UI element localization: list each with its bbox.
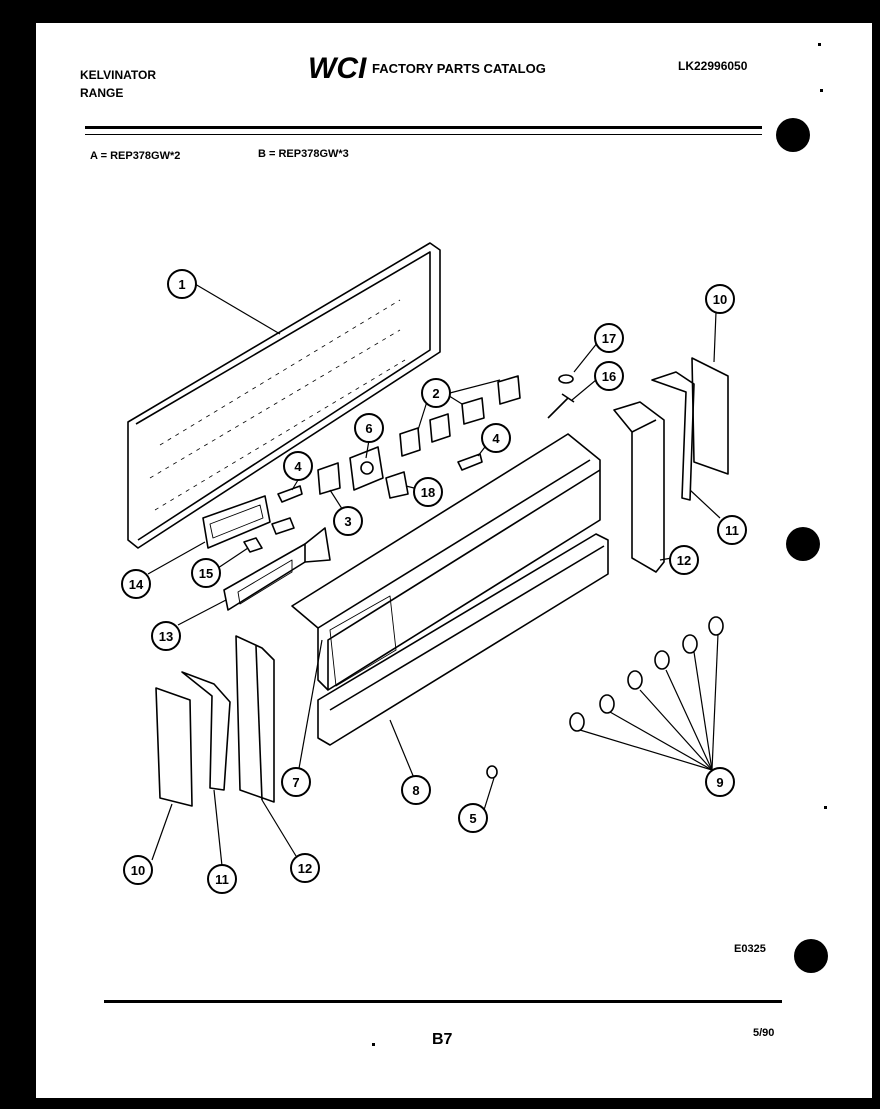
page-number: B7 xyxy=(432,1031,453,1048)
part-side-bracket-10-left xyxy=(155,687,193,807)
callout-12-left-label: 12 xyxy=(298,861,312,876)
part-timer-6 xyxy=(349,446,384,491)
callout-9-label: 9 xyxy=(716,775,723,790)
revision-date: 5/90 xyxy=(753,1027,775,1039)
callout-15-label: 15 xyxy=(199,566,213,581)
header-rule-thick xyxy=(85,126,762,129)
callout-12-right-label: 12 xyxy=(677,553,691,568)
callout-4b: 4 xyxy=(481,423,511,453)
callout-4b-label: 4 xyxy=(492,431,500,446)
part-end-cap-12-right xyxy=(613,401,665,573)
part-trim-strip xyxy=(317,533,609,746)
callout-3-label: 3 xyxy=(344,514,351,529)
part-screw-5 xyxy=(486,765,498,779)
part-terminal-18 xyxy=(385,471,409,499)
part-switch-3 xyxy=(317,462,341,495)
brand-name: KELVINATOR xyxy=(80,68,157,82)
part-backguard-panel xyxy=(127,242,441,549)
speck xyxy=(372,1043,375,1046)
callout-10-right-label: 10 xyxy=(713,292,727,307)
callout-11-left: 11 xyxy=(207,864,237,894)
callout-8: 8 xyxy=(401,775,431,805)
callout-16: 16 xyxy=(594,361,624,391)
header-rule-thin xyxy=(85,134,762,135)
callout-17-label: 17 xyxy=(602,331,616,346)
callout-1-label: 1 xyxy=(178,277,185,292)
figure-code: E0325 xyxy=(734,943,766,955)
part-side-bracket-10-right xyxy=(691,357,729,475)
speck xyxy=(820,89,823,92)
footer-rule xyxy=(104,1000,782,1003)
callout-18: 18 xyxy=(413,477,443,507)
part-end-cap-12-left xyxy=(235,635,275,803)
callout-15: 15 xyxy=(191,558,221,588)
callout-10-right: 10 xyxy=(705,284,735,314)
catalog-title: FACTORY PARTS CATALOG xyxy=(372,61,546,76)
callout-2-label: 2 xyxy=(432,386,439,401)
callout-14-label: 14 xyxy=(129,577,144,592)
callout-12-left: 12 xyxy=(290,853,320,883)
callout-7-label: 7 xyxy=(292,775,299,790)
logo-wordmark: WCI xyxy=(308,52,367,82)
callout-5: 5 xyxy=(458,803,488,833)
callout-11-right: 11 xyxy=(717,515,747,545)
part-clock xyxy=(202,495,271,549)
callout-18-label: 18 xyxy=(421,485,435,500)
callout-10-left-label: 10 xyxy=(131,863,145,878)
product-type: RANGE xyxy=(80,86,124,100)
part-window-bracket xyxy=(223,527,331,611)
part-screw-16-17 xyxy=(547,374,575,419)
model-a: A = REP378GW*2 xyxy=(90,150,181,162)
callouts: 1 2 3 4 4 5 6 7 8 9 10 10 11 11 12 12 13… xyxy=(121,269,747,894)
callout-12-right: 12 xyxy=(669,545,699,575)
catalog-code: LK22996050 xyxy=(678,59,748,73)
model-b: B = REP378GW*3 xyxy=(258,148,349,160)
binder-hole-middle xyxy=(786,527,820,561)
leader-lines xyxy=(147,283,721,867)
part-switches xyxy=(399,375,521,457)
callout-17: 17 xyxy=(594,323,624,353)
callout-7: 7 xyxy=(281,767,311,797)
callout-4a: 4 xyxy=(283,451,313,481)
part-side-trim-11-right xyxy=(651,371,695,501)
callout-10-left: 10 xyxy=(123,855,153,885)
binder-hole-top xyxy=(776,118,810,152)
speck xyxy=(818,43,821,46)
callout-4a-label: 4 xyxy=(294,459,302,474)
callout-11-right-label: 11 xyxy=(725,523,739,538)
callout-8-label: 8 xyxy=(412,783,419,798)
callout-11-left-label: 11 xyxy=(215,872,229,887)
callout-3: 3 xyxy=(333,506,363,536)
wci-logo: WCI xyxy=(308,52,367,82)
callout-6-label: 6 xyxy=(365,421,372,436)
callout-13-label: 13 xyxy=(159,629,173,644)
callout-14: 14 xyxy=(121,569,151,599)
callout-9: 9 xyxy=(705,767,735,797)
callout-2: 2 xyxy=(421,378,451,408)
callout-1: 1 xyxy=(167,269,197,299)
callout-5-label: 5 xyxy=(469,811,476,826)
part-knobs xyxy=(569,616,724,732)
binder-hole-bottom xyxy=(794,939,828,973)
callout-13: 13 xyxy=(151,621,181,651)
callout-16-label: 16 xyxy=(602,369,616,384)
part-control-panel xyxy=(291,433,601,691)
speck xyxy=(824,806,827,809)
callout-6: 6 xyxy=(354,413,384,443)
part-side-trim-11-left xyxy=(181,671,231,791)
